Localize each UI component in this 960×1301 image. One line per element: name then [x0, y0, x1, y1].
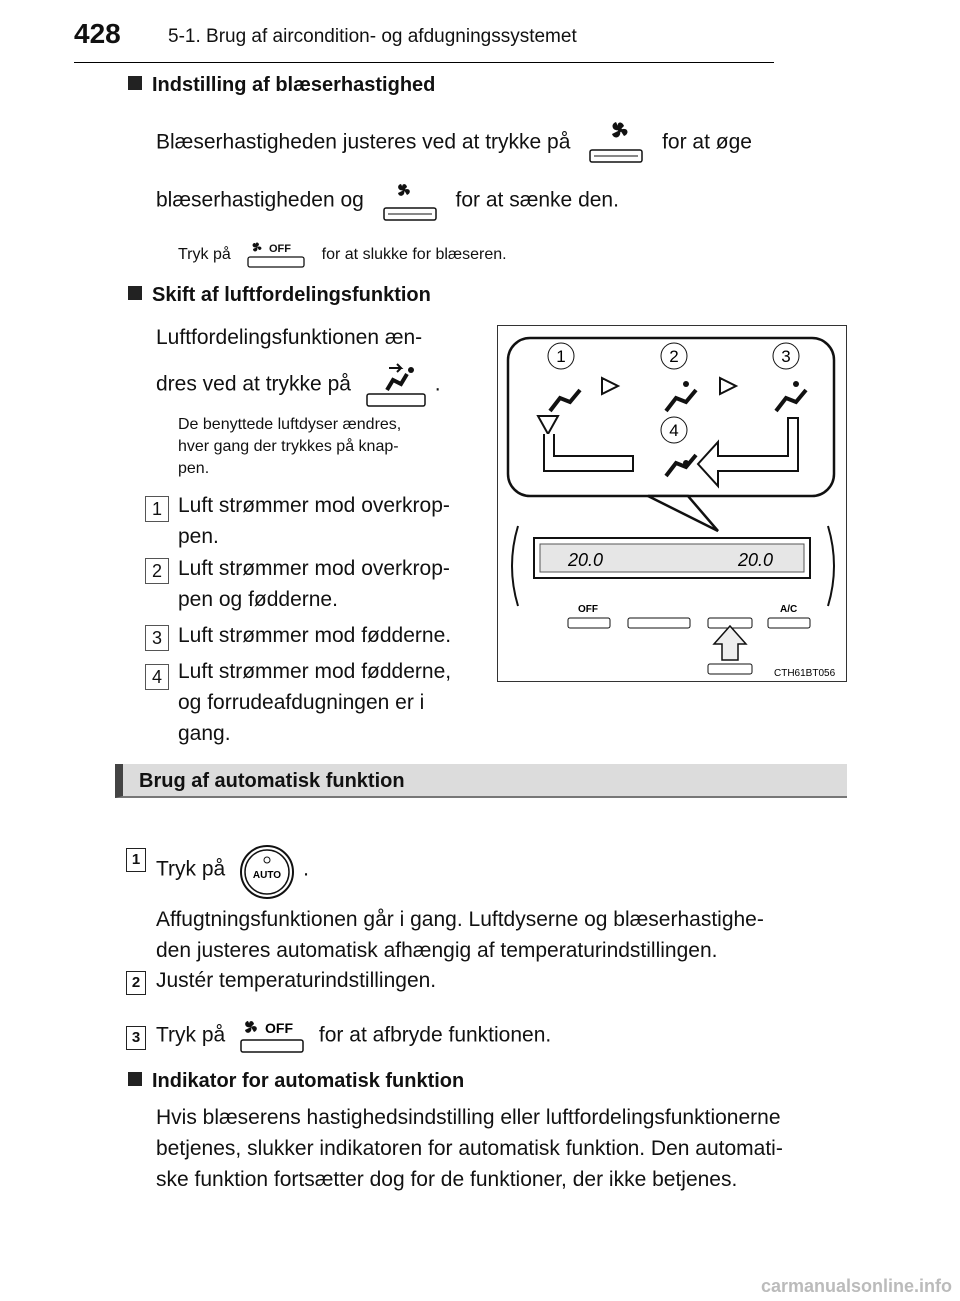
item-number-4: 4 — [145, 664, 169, 690]
svg-text:AUTO: AUTO — [253, 870, 281, 881]
fan-up-button-icon — [589, 122, 643, 163]
air-dist-note: De benyttede luftdyser ændres,hver gang … — [178, 416, 402, 477]
diagram-off-label: OFF — [578, 604, 598, 615]
svg-text:OFF: OFF — [265, 1020, 293, 1036]
air-item-4: Luft strømmer mod fødderne,og forrudeafd… — [178, 660, 452, 745]
header-rule — [74, 62, 774, 63]
item-number-1: 1 — [145, 496, 169, 522]
fan-speed-line-1: Blæserhastigheden justeres ved at trykke… — [156, 120, 846, 166]
air-dist-line-1: Luftfordelingsfunktionen æn- — [156, 326, 423, 349]
heading-fan-speed: Indstilling af blæserhastighed — [128, 74, 435, 97]
heading-air-distribution: Skift af luftfordelingsfunktion — [128, 284, 431, 307]
fan-off-button-icon: OFF — [247, 242, 305, 268]
svg-text:OFF: OFF — [269, 243, 291, 255]
bullet-square-icon — [128, 1072, 142, 1086]
item-number-2: 2 — [145, 558, 169, 584]
diagram-code: CTH61BT056 — [774, 668, 836, 679]
watermark: carmanualsonline.info — [760, 1276, 952, 1296]
temp-left-display: 20.0 — [567, 550, 603, 570]
step-number-2: 2 — [126, 971, 146, 995]
step-number-3: 3 — [126, 1026, 146, 1050]
temp-right-display: 20.0 — [737, 550, 773, 570]
climate-panel-diagram: 1 2 3 4 20.0 20.0 OFF A/C CTH61BT056 — [497, 325, 847, 682]
diagram-ac-label: A/C — [780, 604, 797, 615]
section-bar-auto: Brug af automatisk funktion — [115, 764, 847, 798]
fan-off-note: Tryk på OFF for at slukke for blæseren. — [178, 240, 818, 270]
step-3: Tryk på OFF for at afbryde funktionen. — [156, 1018, 846, 1054]
air-item-1: Luft strømmer mod overkrop-pen. — [178, 494, 450, 548]
step-2: Justér temperaturindstillingen. — [156, 969, 437, 992]
diagram-illustration: 1 2 3 4 20.0 20.0 OFF A/C CTH61BT056 — [506, 336, 836, 679]
auto-button-icon: AUTO — [240, 845, 295, 899]
step-number-1: 1 — [126, 848, 146, 872]
mode-button-icon — [366, 363, 426, 407]
fan-off-button-large-icon: OFF — [240, 1020, 304, 1053]
diagram-label-3: 3 — [781, 347, 790, 366]
diagram-label-2: 2 — [669, 347, 678, 366]
diagram-label-1: 1 — [556, 347, 565, 366]
fan-down-button-icon — [382, 184, 437, 221]
air-dist-line-2: dres ved at trykke på . — [156, 362, 476, 408]
page-number: 428 — [74, 18, 121, 49]
heading-auto-indicator: Indikator for automatisk funktion — [128, 1070, 464, 1093]
step-1: Tryk på AUTO. — [156, 840, 856, 900]
auto-indicator-body: Hvis blæserens hastighedsindstilling ell… — [156, 1106, 783, 1191]
step-1-body: Affugtningsfunktionen går i gang. Luftdy… — [156, 908, 764, 962]
bullet-square-icon — [128, 286, 142, 300]
air-item-2: Luft strømmer mod overkrop-pen og fødder… — [178, 557, 450, 611]
fan-speed-line-2: blæserhastigheden og for at sænke den. — [156, 178, 846, 224]
air-item-3: Luft strømmer mod fødderne. — [178, 624, 452, 647]
chapter-title: 5-1. Brug af aircondition- og afdugnings… — [168, 26, 577, 47]
item-number-3: 3 — [145, 625, 169, 651]
diagram-label-4: 4 — [669, 421, 678, 440]
bullet-square-icon — [128, 76, 142, 90]
